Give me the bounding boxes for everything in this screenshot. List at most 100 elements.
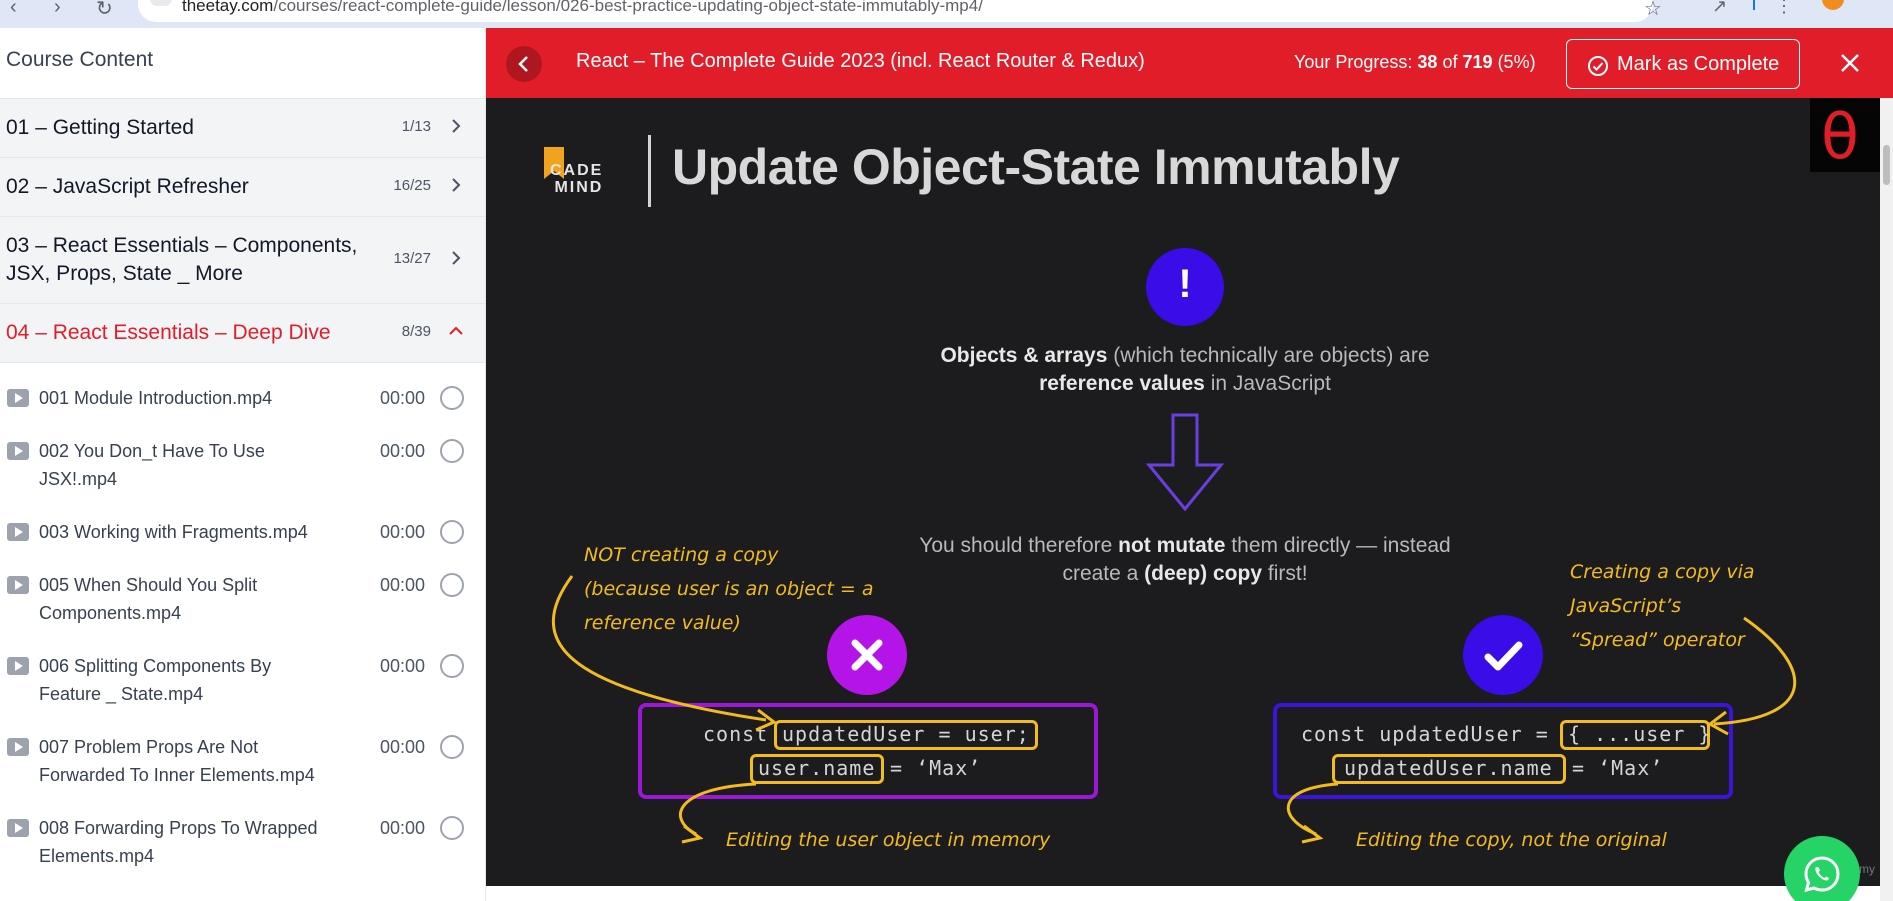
lesson-item[interactable]: 008 Forwarding Props To Wrapped Elements…	[0, 808, 485, 888]
section-count: 1/13	[401, 118, 431, 135]
section-count: 13/27	[393, 250, 431, 267]
lesson-duration: 00:00	[380, 522, 426, 542]
lesson-title-line1: 002 You Don_t Have To Use	[39, 441, 265, 461]
right-caption: Editing the copy, not the original	[1356, 829, 1667, 851]
back-arrow-icon[interactable]: ‹	[10, 0, 17, 18]
lesson-title: 001 Module Introduction.mp4	[39, 388, 273, 408]
highlight	[1560, 720, 1710, 750]
chevron-right-icon	[452, 119, 461, 133]
extensions-icon[interactable]: ⋮	[1775, 0, 1793, 16]
progress-label: Your Progress:	[1294, 52, 1413, 72]
progress-total: 719	[1462, 52, 1493, 72]
down-arrow-icon	[1146, 413, 1224, 512]
left-annotation: NOT creating a copy (because user is an …	[584, 544, 874, 634]
lesson-complete-checkbox[interactable]	[440, 520, 464, 544]
logo-divider	[648, 135, 651, 207]
chevron-left-icon	[518, 56, 528, 72]
lesson-complete-checkbox[interactable]	[440, 439, 464, 463]
section-react-essentials[interactable]: 03 – React Essentials – Components, JSX,…	[0, 217, 485, 304]
lesson-item[interactable]: 001 Module Introduction.mp4 00:00	[0, 378, 485, 428]
lesson-title-line1: 006 Splitting Components By	[39, 656, 272, 676]
academind-logo-icon	[544, 147, 564, 179]
video-play-icon	[7, 738, 29, 756]
section-title-line1: 03 – React Essentials – Components,	[6, 234, 358, 257]
slide-title: Update Object-State Immutably	[672, 139, 1400, 195]
lesson-complete-checkbox[interactable]	[440, 386, 464, 410]
progress-percent: (5%)	[1497, 52, 1536, 72]
lesson-complete-checkbox[interactable]	[440, 573, 464, 597]
code-const: const updatedUser =	[1301, 722, 1549, 746]
code-const: const	[703, 722, 769, 746]
lesson-title-line1: 007 Problem Props Are Not	[39, 737, 259, 757]
advice-text: You should therefore not mutate them dir…	[919, 534, 1451, 585]
sidebar-title: Course Content	[6, 48, 154, 71]
code-property: updatedUser.name	[1344, 756, 1553, 780]
chevron-up-icon	[449, 326, 463, 335]
section-react-deep-dive[interactable]: 04 – React Essentials – Deep Dive 8/39	[0, 304, 485, 363]
intro-text: Objects & arrays (which technically are …	[940, 344, 1430, 395]
section-title: 02 – JavaScript Refresher	[6, 175, 249, 198]
right-annotation: Creating a copy via JavaScript’s “Spread…	[1570, 561, 1755, 651]
section-getting-started[interactable]: 01 – Getting Started 1/13	[0, 99, 485, 158]
progress-of: of	[1442, 52, 1458, 72]
lesson-title-line2: Feature _ State.mp4	[39, 684, 204, 704]
video-play-icon	[7, 389, 29, 407]
share-icon[interactable]: ↗	[1712, 0, 1728, 16]
lesson-title-line2: Elements.mp4	[39, 846, 155, 866]
lesson-item[interactable]: 003 Working with Fragments.mp4 00:00	[0, 512, 485, 562]
toolbar-divider	[1753, 0, 1755, 10]
lesson-duration: 00:00	[380, 575, 426, 595]
video-play-icon	[7, 523, 29, 541]
section-count: 8/39	[401, 323, 431, 340]
lesson-complete-checkbox[interactable]	[440, 735, 464, 759]
mark-as-complete-button[interactable]: Mark as Complete	[1566, 39, 1800, 89]
video-play-icon	[7, 576, 29, 594]
lesson-duration: 00:00	[380, 737, 426, 757]
lesson-duration: 00:00	[380, 441, 426, 461]
lesson-item[interactable]: 007 Problem Props Are Not Forwarded To I…	[0, 727, 485, 807]
back-button[interactable]	[506, 46, 542, 82]
lesson-duration: 00:00	[380, 388, 426, 408]
watermark: my	[1859, 862, 1875, 876]
lesson-title-line1: 008 Forwarding Props To Wrapped	[39, 818, 318, 838]
lesson-item[interactable]: 002 You Don_t Have To Use JSX!.mp4 00:00	[0, 431, 485, 511]
lesson-title-line2: JSX!.mp4	[39, 469, 118, 489]
profile-avatar[interactable]	[1822, 0, 1844, 10]
check-circle-icon	[1588, 56, 1608, 76]
whatsapp-chat-button[interactable]	[1784, 836, 1860, 901]
site-info-icon[interactable]	[150, 0, 172, 6]
code-spread: { ...user }	[1568, 722, 1712, 746]
address-bar[interactable]: theetay.com/courses/react-complete-guide…	[138, 0, 1653, 22]
address-url[interactable]: theetay.com/courses/react-complete-guide…	[182, 0, 983, 15]
progress-text: Your Progress: 38 of 719 (5%)	[1294, 52, 1536, 73]
section-count: 16/25	[393, 177, 431, 194]
wrong-x-icon	[827, 615, 907, 695]
section-javascript-refresher[interactable]: 02 – JavaScript Refresher 16/25	[0, 158, 485, 217]
lesson-title: 003 Working with Fragments.mp4	[39, 522, 308, 542]
forward-arrow-icon[interactable]: ›	[54, 0, 61, 18]
course-title: React – The Complete Guide 2023 (incl. R…	[576, 50, 1145, 72]
wrong-code-box	[638, 703, 1098, 799]
code-assignment: updatedUser = user;	[782, 722, 1030, 746]
lesson-complete-checkbox[interactable]	[440, 816, 464, 840]
close-icon[interactable]	[1838, 51, 1862, 75]
lesson-title-line1: 005 When Should You Split	[39, 575, 258, 595]
lesson-item[interactable]: 005 When Should You Split Components.mp4…	[0, 565, 485, 645]
mark-as-complete-label: Mark as Complete	[1617, 53, 1780, 75]
divider	[0, 98, 485, 99]
reload-icon[interactable]: ↻	[96, 0, 113, 20]
code-value: = ‘Max’	[890, 756, 982, 780]
annotation-arrows	[551, 575, 1797, 844]
correct-check-icon	[1463, 615, 1543, 695]
highlight	[774, 720, 1038, 750]
player-brand-logo: θ	[1810, 98, 1880, 173]
lesson-complete-checkbox[interactable]	[440, 654, 464, 678]
bookmark-star-icon[interactable]: ☆	[1644, 0, 1662, 20]
page-scrollbar[interactable]	[1880, 98, 1893, 901]
scrollbar-thumb[interactable]	[1883, 145, 1890, 185]
lesson-item[interactable]: 006 Splitting Components By Feature _ St…	[0, 646, 485, 726]
lesson-duration: 00:00	[380, 656, 426, 676]
lesson-header: React – The Complete Guide 2023 (incl. R…	[486, 28, 1893, 98]
